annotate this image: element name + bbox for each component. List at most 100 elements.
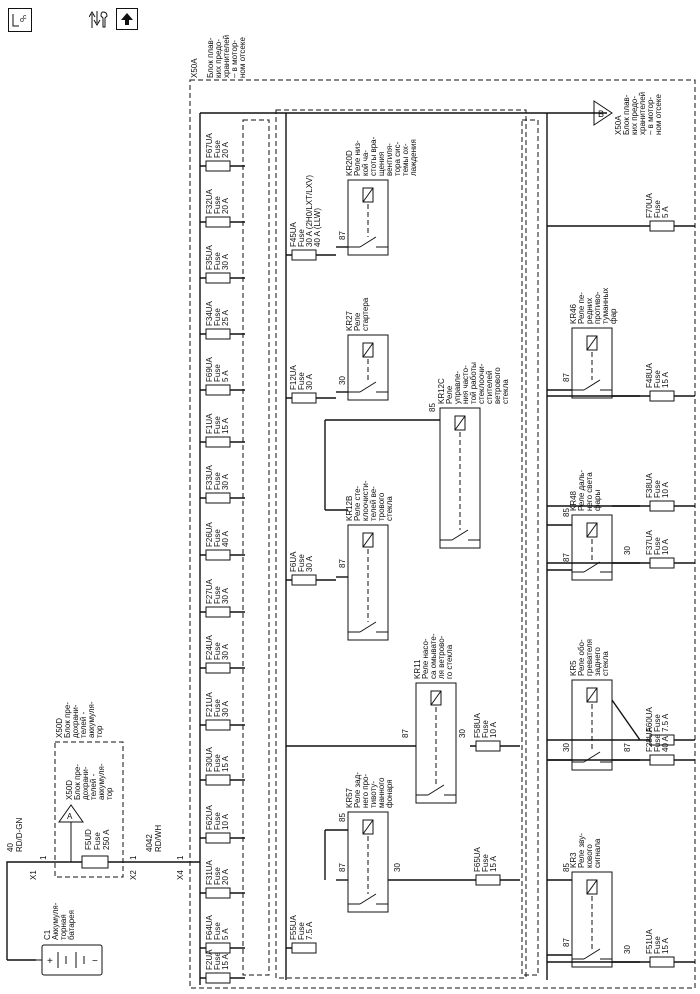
relay-label-line: ветрового: [493, 367, 502, 404]
fuse-rating: 30 A: [221, 587, 230, 604]
x50a-side-line: хранителей: [638, 92, 647, 135]
fuse-text: Fuse: [213, 529, 222, 547]
connector-x4-pin: 1: [176, 855, 185, 860]
relay-coil: [586, 687, 598, 703]
relay-label-line: Реле: [445, 385, 454, 404]
relay-label-line: той работы: [469, 362, 478, 404]
battery-line: торная: [59, 914, 68, 940]
pin-p87: 87: [562, 373, 571, 382]
up-arrow-icon[interactable]: [116, 8, 138, 30]
fuse-rating: 40 A: [221, 530, 230, 547]
relay-box: [571, 679, 613, 771]
svg-text:c: c: [23, 14, 27, 21]
x50a-top-line: ном отсеке: [238, 37, 247, 78]
relay-label-line: стекла: [501, 379, 510, 404]
relay-label-line: фонаря: [385, 779, 394, 808]
relay-label-line: гревателя: [585, 639, 594, 676]
main-fuse-code: F5UD: [84, 829, 93, 850]
battery-plus-sign: +: [47, 956, 53, 967]
fuse-code: F21UA: [205, 691, 214, 717]
fuse-text: Fuse: [213, 416, 222, 434]
fuse-rating: 15 A: [661, 937, 670, 954]
main-fuse-text: Fuse: [93, 832, 102, 850]
fuse-block-frame: [189, 79, 696, 989]
fuse-symbol: [205, 328, 231, 340]
x50a-side-line: – в мотор-: [646, 97, 655, 135]
x50d-inner-line: телей -: [89, 773, 98, 800]
fuse-text: Fuse: [213, 252, 222, 270]
x50a-side-code: X50A: [614, 115, 623, 135]
relay-label-line: щения: [377, 152, 386, 176]
fuse-text: Fuse: [213, 642, 222, 660]
x50d-line: тор: [95, 725, 104, 738]
fuse-text: Fuse: [297, 372, 306, 390]
pin-p87: 87: [338, 863, 347, 872]
relay-box: [347, 524, 389, 641]
fuse-text: Fuse: [213, 308, 222, 326]
fuse-code: F70UA: [645, 192, 654, 218]
fuse-text: Fuse: [213, 140, 222, 158]
fuse-rating: 5 A: [661, 206, 670, 218]
fuse-rating: 15 A: [221, 417, 230, 434]
fuse-code: F1UA: [205, 413, 214, 434]
fuse-rating: 7.5 A: [305, 921, 314, 940]
relay-label-line: трового: [377, 492, 386, 521]
relay-switch: [583, 379, 601, 391]
fuse-text: Fuse: [213, 699, 222, 717]
relay-box: [571, 514, 613, 581]
wire-1-color: RD/D-GN: [15, 818, 24, 852]
fuse-code: F58UA: [473, 712, 482, 738]
relay-switch: [427, 784, 445, 796]
relay-label-line: ля ветрово-: [437, 635, 446, 679]
pin-p30: 30: [458, 729, 467, 738]
relay-code: KR57: [345, 787, 354, 808]
fuse-symbol: [205, 160, 231, 172]
relay-coil: [362, 532, 374, 548]
pin-p30: 30: [393, 863, 402, 872]
pin-p87: 87: [401, 729, 410, 738]
x50d-inner-line: тор: [105, 787, 114, 800]
fuse-symbol: [205, 436, 231, 448]
x50d-inner-line: дохрани-: [81, 766, 90, 800]
fuse-symbol: [205, 774, 231, 786]
fuse-symbol: [291, 392, 317, 404]
fuse-code: F38UA: [645, 472, 654, 498]
relay-switch: [359, 621, 377, 633]
fuse-text: Fuse: [213, 364, 222, 382]
fuse-text: Fuse: [481, 720, 490, 738]
svg-text:o: o: [20, 17, 24, 24]
relay-label-line: кового: [585, 844, 594, 868]
fuse-rating: 20 A: [221, 197, 230, 214]
fuse-text: Fuse: [213, 867, 222, 885]
fuse-code: F67UA: [205, 132, 214, 158]
fuse-symbol: [475, 740, 501, 752]
fuse-code: F69UA: [205, 356, 214, 382]
relay-code: KR48: [569, 490, 578, 511]
fuse-text: Fuse: [653, 200, 662, 218]
fuse-code: F24UA: [205, 634, 214, 660]
wrench-arrows-icon[interactable]: [88, 8, 114, 30]
fuse-block-inner-frame: [242, 119, 270, 976]
x50d-line: Блок пре-: [63, 702, 72, 738]
x50a-top-line: Блок плав-: [206, 37, 215, 78]
relay-box: [571, 871, 613, 968]
relay-coil: [362, 342, 374, 358]
fuse-rating: 15 A: [489, 855, 498, 872]
relay-box: [347, 179, 389, 256]
relay-label-line: клоочисти-: [361, 480, 370, 521]
fuse-code: F65UA: [473, 846, 482, 872]
